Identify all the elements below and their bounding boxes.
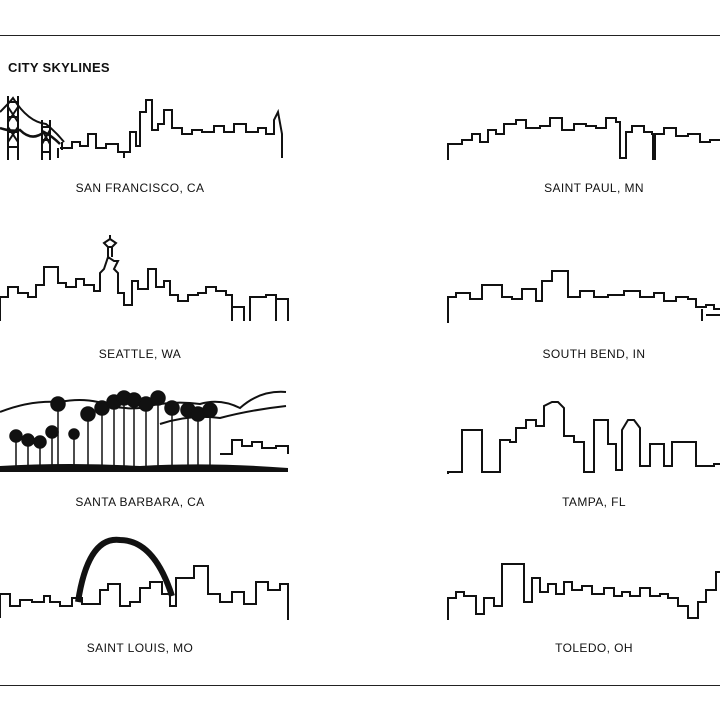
seattle-skyline-drawing [0, 235, 289, 321]
skyline-saint-paul [444, 72, 720, 162]
saint-paul-skyline-drawing [447, 117, 720, 160]
caption-south-bend: SOUTH BEND, IN [542, 347, 646, 361]
santa-barbara-skyline-drawing [0, 390, 289, 472]
skyline-saint-louis [0, 532, 300, 622]
caption-seattle: SEATTLE, WA [98, 347, 182, 361]
skyline-san-francisco [0, 72, 300, 162]
caption-tampa: TAMPA, FL [562, 495, 626, 509]
skyline-south-bend [444, 235, 720, 325]
san-francisco-skyline-drawing [0, 96, 283, 160]
caption-saint-paul: SAINT PAUL, MN [544, 181, 644, 195]
tampa-skyline-drawing [447, 401, 720, 474]
south-bend-skyline-drawing [447, 270, 720, 323]
caption-saint-louis: SAINT LOUIS, MO [86, 641, 194, 655]
skyline-toledo [444, 532, 720, 622]
top-divider [0, 35, 720, 36]
caption-san-francisco: SAN FRANCISCO, CA [75, 181, 205, 195]
skyline-seattle [0, 235, 300, 325]
caption-toledo: TOLEDO, OH [555, 641, 633, 655]
page-title: CITY SKYLINES [8, 60, 110, 75]
skyline-tampa [444, 384, 720, 474]
toledo-skyline-drawing [447, 563, 720, 620]
bottom-divider [0, 685, 720, 686]
saint-louis-skyline-drawing [0, 536, 289, 620]
caption-santa-barbara: SANTA BARBARA, CA [75, 495, 205, 509]
skyline-santa-barbara [0, 384, 300, 474]
